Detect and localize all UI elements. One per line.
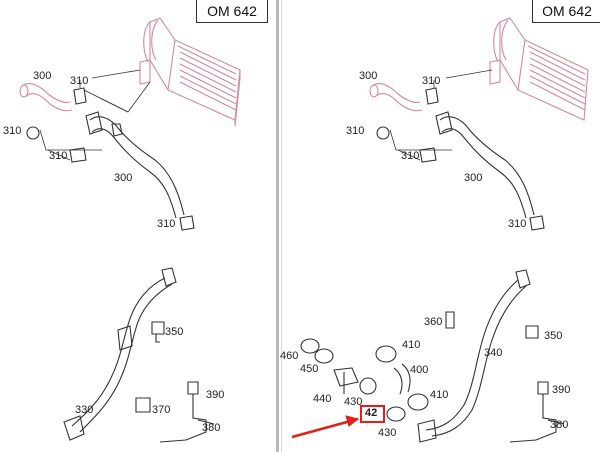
callout-370: 370 (152, 404, 171, 416)
callout-310: 310 (3, 125, 22, 137)
callout-410: 410 (430, 389, 449, 401)
long-coolant-pipe (417, 269, 531, 443)
lower-hose (85, 111, 185, 219)
panel-divider-shadow (281, 0, 282, 452)
callout-330: 330 (75, 404, 94, 416)
callout-310: 310 (422, 75, 441, 87)
callout-310: 310 (157, 218, 176, 230)
callout-350: 350 (544, 330, 563, 342)
callout-42-highlighted: 42 (365, 407, 378, 419)
callout-400: 400 (410, 364, 429, 376)
engine-label-box: OM 642 (196, 0, 268, 23)
upper-hose (19, 83, 73, 112)
callout-430: 430 (344, 396, 363, 408)
radiator (489, 17, 589, 121)
clamps (26, 87, 195, 231)
callout-380: 380 (550, 419, 569, 431)
callout-310: 310 (346, 125, 365, 137)
left-diagram-panel: OM 642 (0, 0, 272, 452)
clamps (376, 87, 545, 231)
callout-340: 340 (484, 347, 503, 359)
callout-450: 450 (300, 363, 319, 375)
callout-390: 390 (552, 384, 571, 396)
callout-350: 350 (165, 326, 184, 338)
callout-410: 410 (402, 339, 421, 351)
callout-310: 310 (49, 150, 68, 162)
callout-310: 310 (70, 75, 89, 87)
pointer-arrow (291, 415, 360, 439)
right-diagram-artwork (291, 17, 589, 443)
callout-360: 360 (424, 316, 443, 328)
callout-300: 300 (359, 70, 378, 82)
radiator (139, 17, 241, 127)
right-diagram-panel: OM 642 (280, 0, 600, 452)
leader-lines (39, 69, 151, 161)
callout-390: 390 (206, 389, 225, 401)
leader-lines (389, 69, 493, 161)
highlight-box (360, 405, 385, 423)
callout-430: 430 (378, 427, 397, 439)
callout-310: 310 (508, 218, 527, 230)
left-diagram-artwork (19, 17, 241, 443)
upper-hose (369, 83, 423, 112)
engine-label-box: OM 642 (532, 0, 600, 23)
callout-300: 300 (114, 172, 133, 184)
callout-440: 440 (313, 393, 332, 405)
bracket (509, 381, 565, 443)
callout-460: 460 (280, 350, 299, 362)
lower-hose (435, 111, 535, 219)
panel-divider (276, 0, 279, 452)
small-parts (135, 321, 215, 443)
callout-300: 300 (33, 70, 52, 82)
callout-300: 300 (464, 172, 483, 184)
callout-380: 380 (202, 422, 221, 434)
coolant-pipe (63, 267, 177, 441)
callout-310: 310 (401, 150, 420, 162)
hose-parts-cluster (300, 311, 539, 422)
